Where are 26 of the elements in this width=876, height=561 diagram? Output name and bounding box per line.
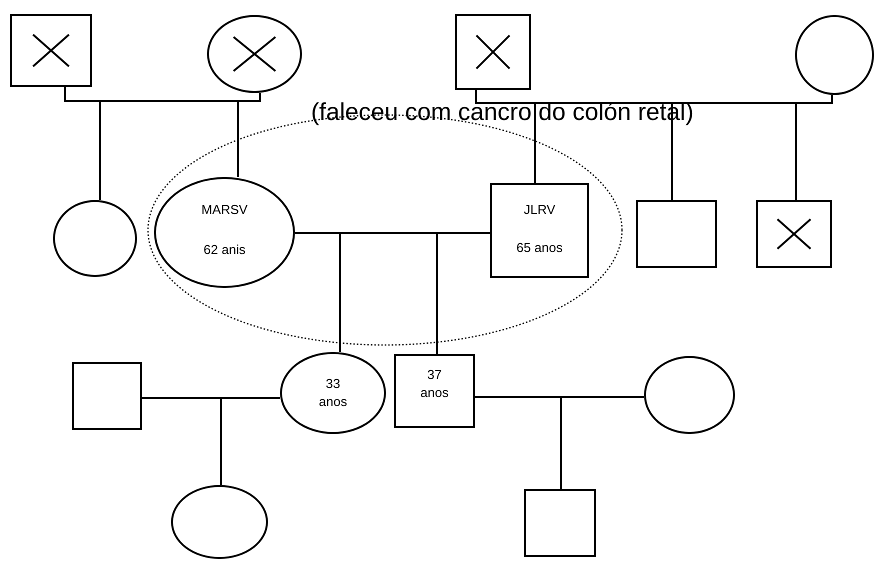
- node-text: MARSV: [201, 201, 248, 219]
- pedigree-line: [220, 397, 280, 485]
- node-text: 62 anis: [204, 241, 246, 259]
- pedigree-line: [795, 95, 833, 200]
- circle-symbol: [53, 200, 137, 277]
- pedigree-line: [436, 232, 490, 354]
- node-text: 37 anos: [419, 366, 450, 402]
- circle-symbol: [644, 356, 735, 434]
- crossed-square-symbol: [455, 14, 531, 90]
- pedigree-line: [560, 396, 644, 489]
- circle-symbol: [171, 485, 268, 559]
- square-symbol: [394, 354, 475, 428]
- square-symbol: [72, 362, 142, 430]
- crossed-circle-symbol: [207, 15, 302, 93]
- node-text: 65 anos: [516, 239, 563, 257]
- node-text: 33 anos: [318, 375, 348, 411]
- node-text: JLRV: [524, 201, 556, 219]
- ellipse-symbol: [280, 352, 386, 434]
- crossed-square-symbol: [10, 14, 92, 87]
- ellipse-symbol: [154, 177, 295, 288]
- square-symbol: [524, 489, 596, 557]
- crossed-square-symbol: [756, 200, 832, 268]
- pedigree-line: [237, 93, 261, 177]
- circle-symbol: [795, 15, 874, 95]
- square-symbol: [490, 183, 589, 278]
- square-symbol: [636, 200, 717, 268]
